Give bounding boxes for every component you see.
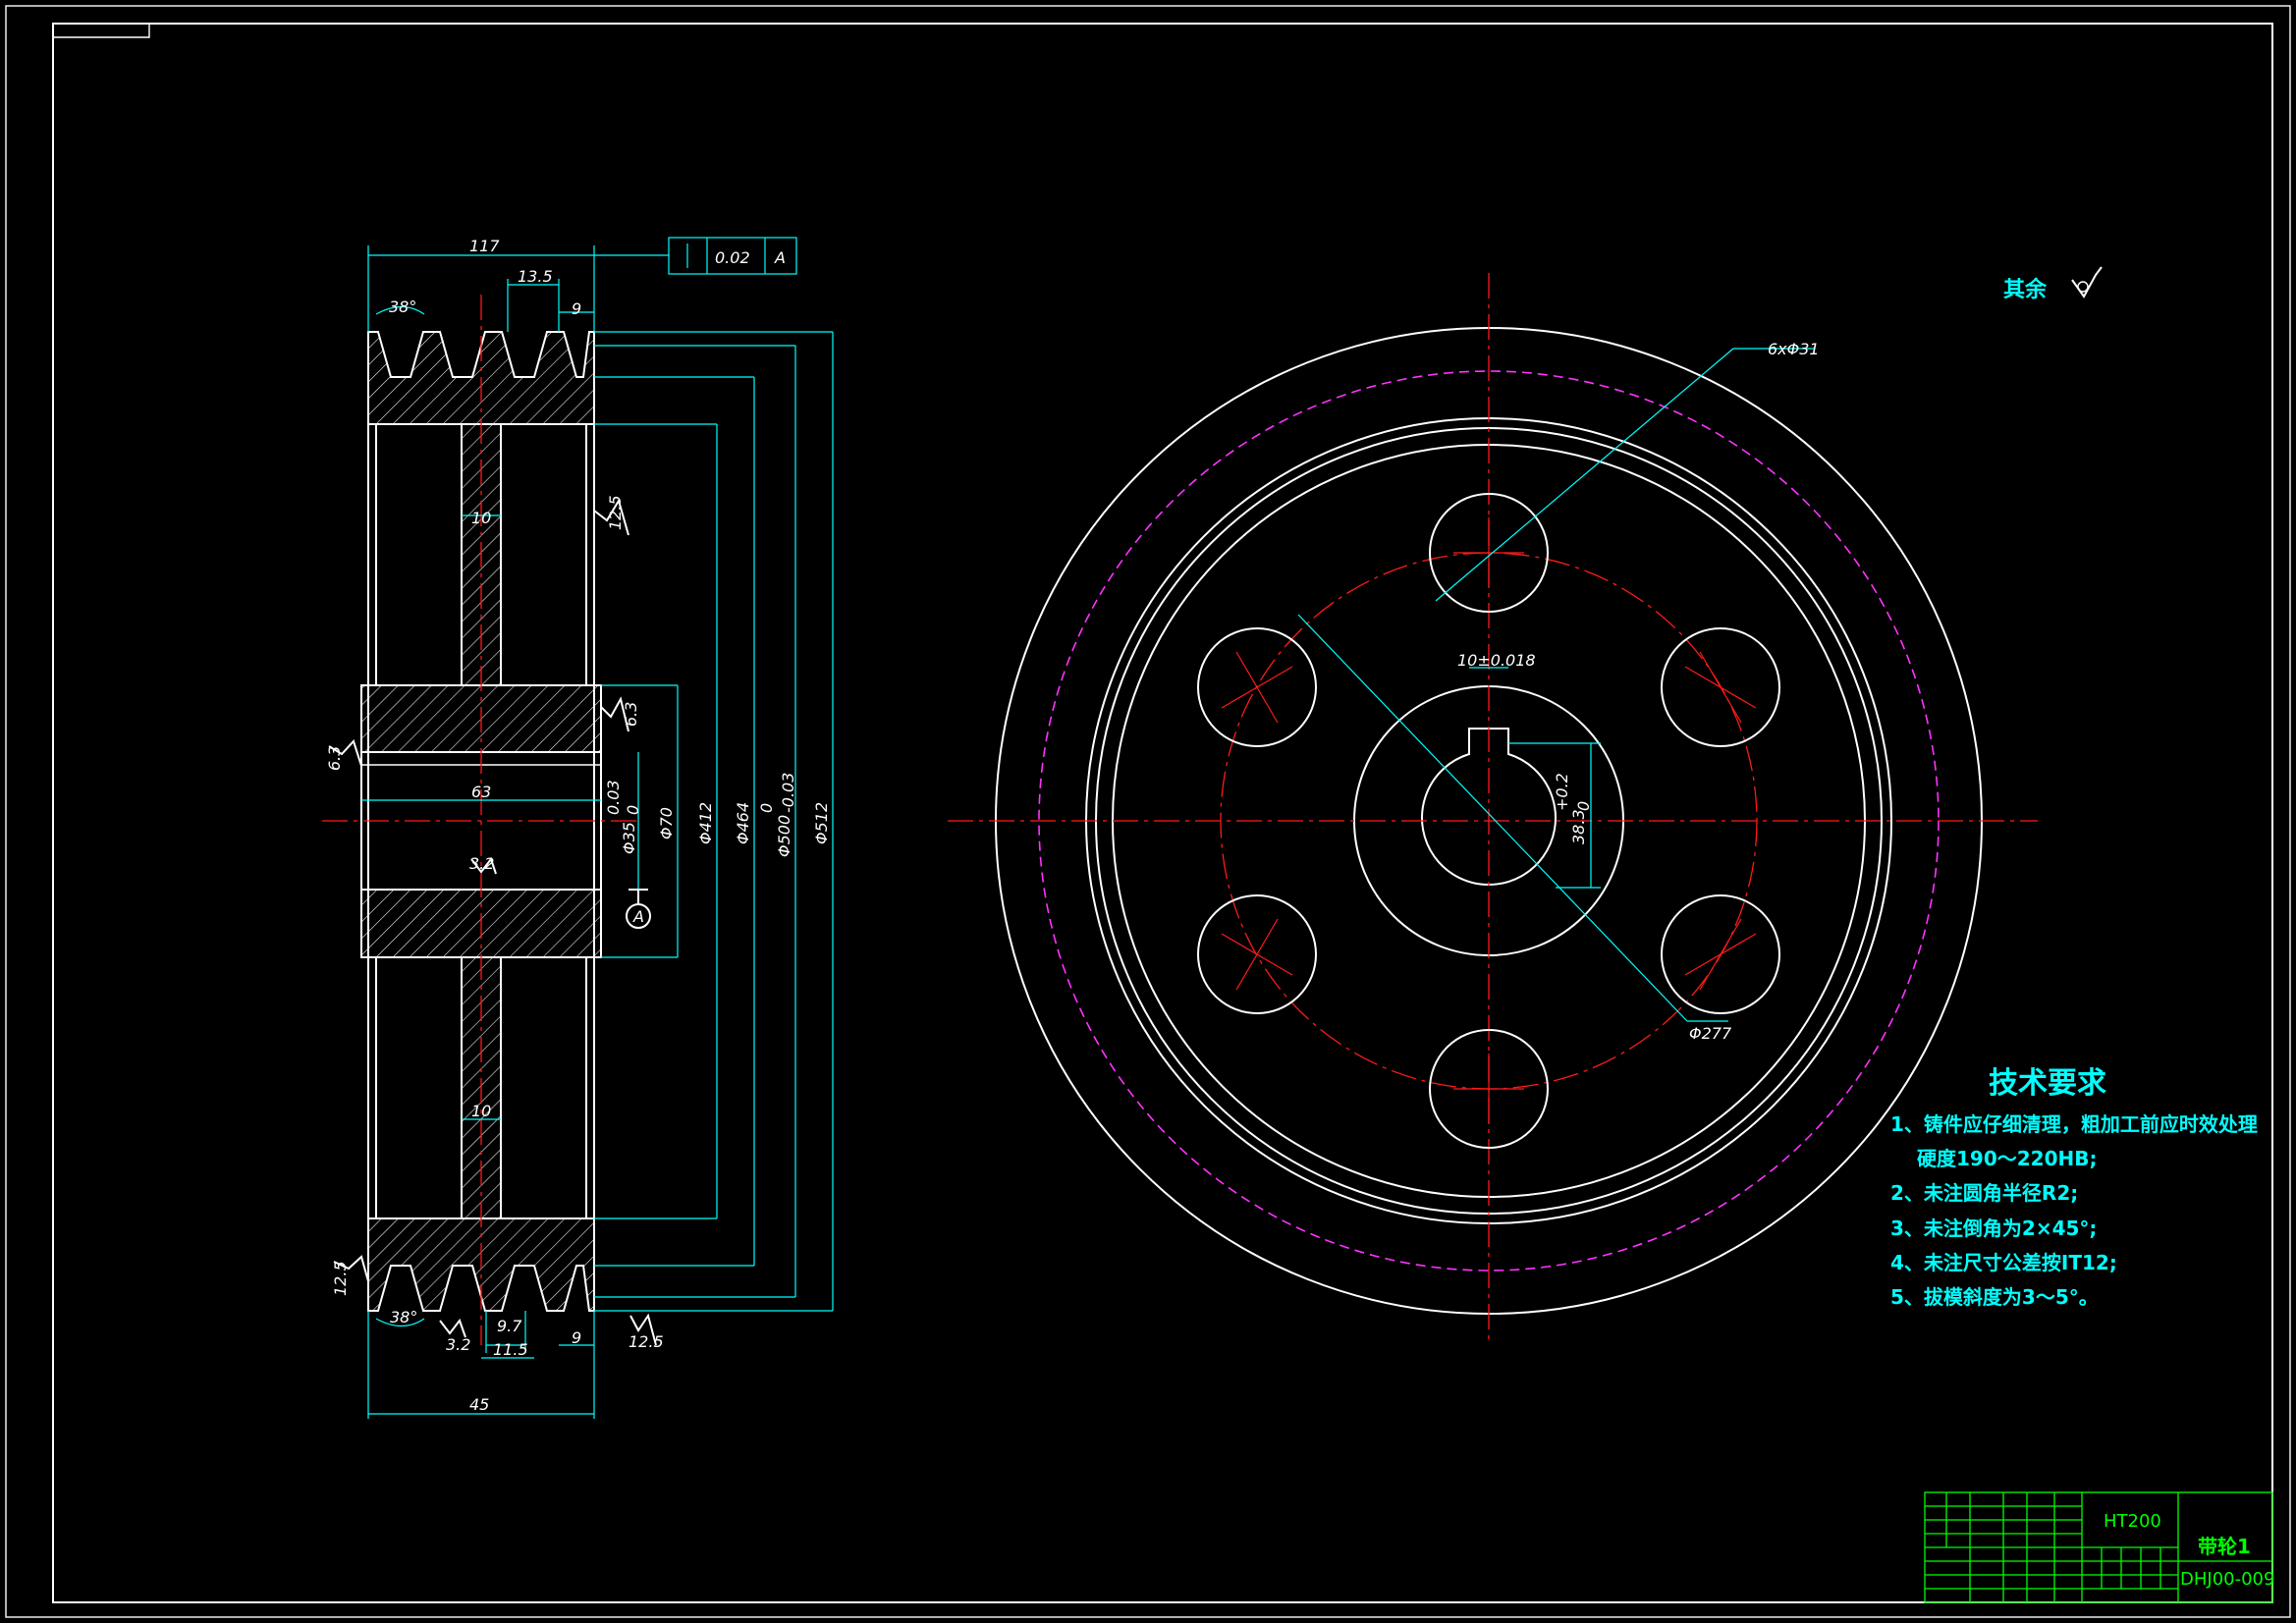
dim-bore-tol-lower: 0 (624, 805, 642, 815)
title-drawing-number: DHJ00-009 (2180, 1569, 2274, 1590)
dim-512: Φ512 (812, 802, 831, 844)
dim-keyway-depth-tol-upper: +0.2 (1553, 773, 1571, 811)
bolt-holes (1197, 493, 1780, 1149)
dim-500-tol-upper: 0 (757, 803, 776, 813)
tech-item: 2、未注圆角半径R2; (1890, 1181, 2078, 1205)
datum-label: A (632, 907, 644, 926)
dim-38-bottom: 38° (390, 1308, 417, 1326)
dim-bore: Φ35 (620, 822, 638, 854)
dim-38-top: 38° (389, 298, 416, 316)
tolerance-datum: A (774, 248, 786, 267)
dim-500: Φ500 (775, 815, 793, 857)
section-dimension-labels: 117 13.5 9 38° 10 10 63 45 38° 9.7 11.5 … (325, 237, 831, 1414)
tech-item: 硬度190～220HB; (1917, 1147, 2097, 1170)
rough-6-3-b: 6.3 (325, 746, 344, 771)
dim-10-top: 10 (471, 509, 491, 527)
dim-9-top: 9 (572, 299, 581, 318)
dim-412: Φ412 (696, 802, 715, 844)
title-block: HT200 带轮1 DHJ00-009 (1924, 1491, 2274, 1603)
roughness-rest-label: 其余 (2003, 277, 2048, 302)
rough-3-2-b: 3.2 (446, 1335, 470, 1354)
roughness-rest-symbol (2071, 266, 2103, 298)
dim-10-bottom: 10 (471, 1102, 491, 1120)
rough-3-2-a: 3.2 (469, 854, 494, 873)
dim-keyway-depth: 38.3 (1569, 809, 1588, 844)
tech-requirements-title: 技术要求 (1989, 1066, 2106, 1101)
tech-item: 3、未注倒角为2×45°; (1890, 1217, 2097, 1240)
dim-13-5: 13.5 (518, 267, 553, 286)
dim-pitch-circle: Φ277 (1689, 1024, 1732, 1043)
rough-12-5-c: 12.5 (629, 1332, 664, 1351)
dim-9-bottom: 9 (572, 1328, 581, 1347)
drawing-frame (5, 5, 2291, 1618)
rough-12-5-b: 12.5 (331, 1261, 350, 1296)
title-part-name: 带轮1 (2198, 1535, 2251, 1558)
front-dimension-lines (1297, 348, 1815, 1022)
dim-500-tol-lower: -0.03 (779, 773, 797, 813)
dim-bore-tol-upper: 0.03 (604, 780, 623, 815)
dim-117: 117 (469, 237, 500, 255)
dim-holes: 6xΦ31 (1768, 340, 1820, 358)
tech-item: 4、未注尺寸公差按IT12; (1890, 1251, 2117, 1274)
dim-70: Φ70 (657, 807, 676, 839)
dim-45: 45 (469, 1395, 489, 1414)
section-view (322, 295, 638, 1345)
dim-63: 63 (471, 783, 491, 801)
tolerance-value: 0.02 (715, 248, 750, 267)
tech-item: 5、拔模斜度为3～5°。 (1890, 1285, 2099, 1309)
dim-9-7: 9.7 (497, 1317, 522, 1335)
tech-item: 1、铸件应仔细清理，粗加工前应时效处理 (1890, 1112, 2258, 1136)
title-material: HT200 (2104, 1511, 2161, 1532)
dim-keyway-depth-tol-lower: 0 (1574, 801, 1593, 811)
front-view (948, 266, 2103, 1345)
rough-12-5-a: 12.5 (606, 495, 625, 530)
dim-keyway-width: 10±0.018 (1457, 651, 1536, 670)
section-dimensions (328, 237, 834, 1419)
front-dimension-labels: 6xΦ31 10±0.018 38.3 +0.2 0 Φ277 其余 (1457, 277, 2048, 1043)
dim-464: Φ464 (734, 802, 752, 844)
dim-11-5: 11.5 (493, 1340, 528, 1359)
tech-requirements: 技术要求 1、铸件应仔细清理，粗加工前应时效处理 硬度190～220HB; 2、… (1890, 1066, 2258, 1309)
rough-6-3-a: 6.3 (622, 702, 640, 727)
